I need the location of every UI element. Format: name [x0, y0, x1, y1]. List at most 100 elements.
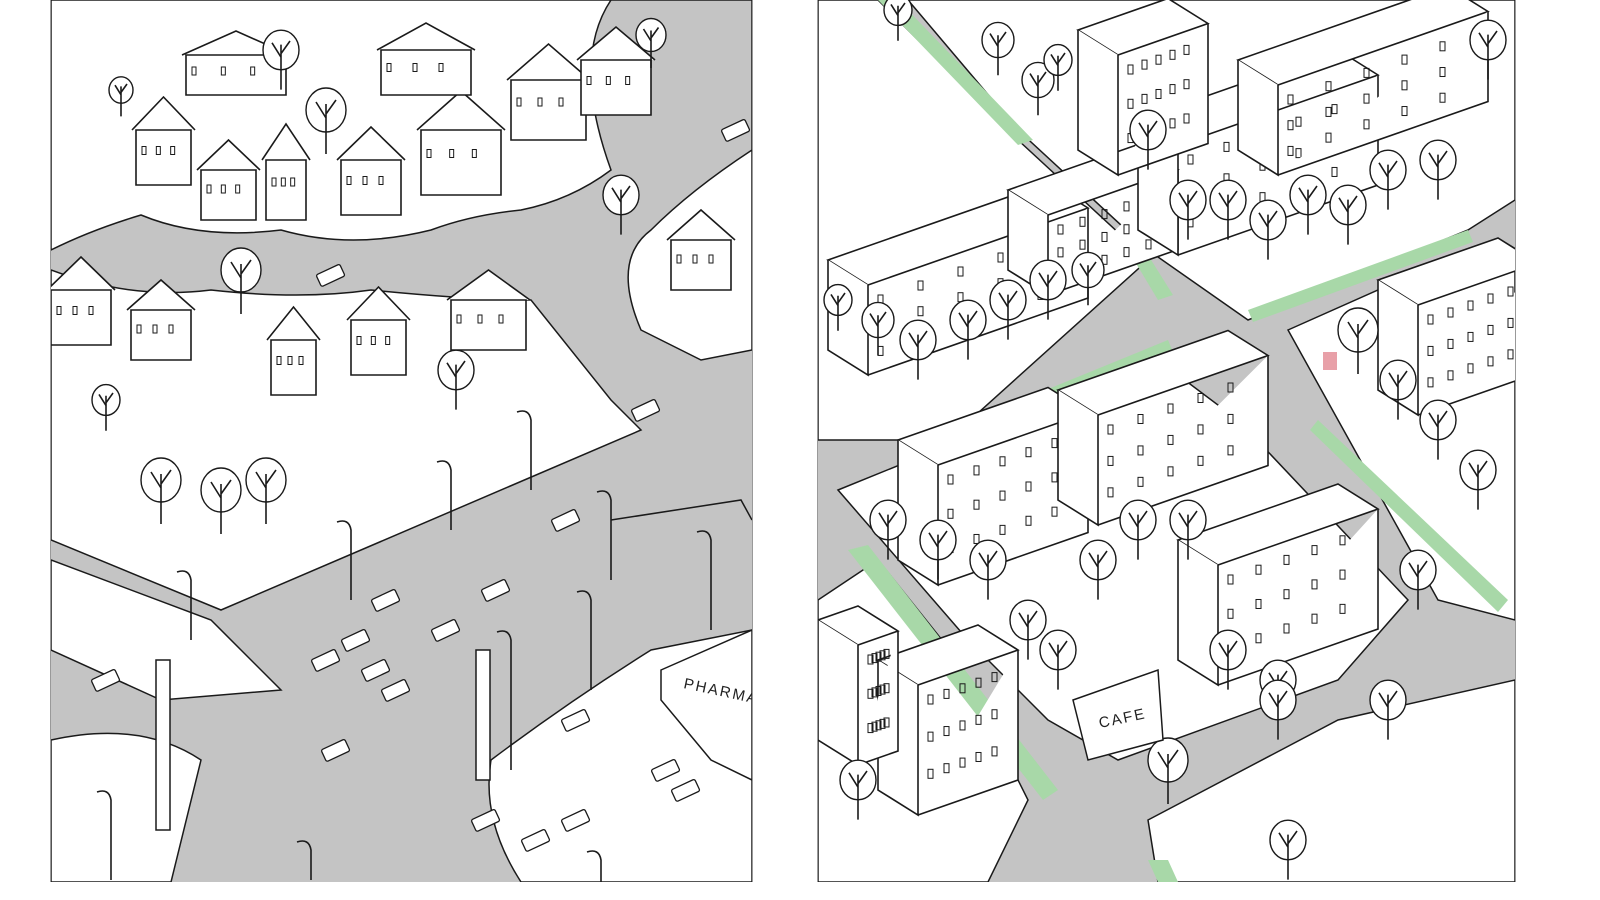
window: [1339, 535, 1346, 546]
window: [917, 306, 924, 317]
window: [1439, 41, 1446, 52]
window: [1227, 608, 1234, 619]
window: [280, 177, 286, 187]
window: [1197, 455, 1204, 466]
window: [1283, 554, 1290, 565]
window: [883, 648, 890, 659]
window: [1287, 145, 1294, 156]
window: [386, 63, 392, 72]
house-outline: [336, 125, 406, 216]
tree: [949, 299, 987, 360]
tree: [981, 21, 1015, 76]
tree-trunk: [989, 31, 1007, 76]
house-outline: [126, 278, 196, 361]
car: [481, 579, 511, 602]
house-outline: [51, 255, 116, 346]
tree-trunk: [1088, 550, 1108, 600]
window: [250, 66, 256, 76]
window: [943, 688, 950, 699]
window: [1363, 119, 1370, 130]
tree-trunk: [869, 311, 887, 356]
window: [1401, 80, 1408, 91]
window: [1295, 148, 1302, 159]
window: [1101, 231, 1108, 242]
tree: [1071, 251, 1105, 306]
tree-trunk: [1178, 190, 1198, 240]
window: [927, 731, 934, 742]
window: [271, 177, 277, 187]
window: [973, 499, 980, 510]
window: [1255, 633, 1262, 644]
tree-trunk: [271, 40, 291, 90]
tree: [1379, 359, 1417, 420]
suburban-drawing: PHARMACY: [51, 0, 752, 882]
car: [471, 809, 501, 832]
tree-trunk: [1338, 195, 1358, 245]
window: [1447, 307, 1454, 318]
window: [1123, 201, 1130, 212]
tree-trunk: [1079, 261, 1097, 306]
window: [56, 306, 62, 315]
window: [586, 76, 592, 85]
street-light: [586, 850, 602, 882]
tree-trunk: [1468, 460, 1488, 510]
tree-trunk: [1428, 150, 1448, 200]
street-light: [696, 530, 712, 630]
cars: [91, 119, 751, 852]
tree-trunk: [830, 292, 846, 331]
tree-trunk: [1178, 510, 1198, 560]
trees: [91, 17, 667, 534]
window: [625, 76, 631, 85]
window: [471, 149, 477, 158]
window: [426, 149, 432, 158]
window: [1227, 413, 1234, 424]
tree: [1419, 399, 1457, 460]
car: [631, 399, 661, 422]
house-outline: [261, 122, 311, 221]
window: [1363, 67, 1370, 78]
roof: [1376, 237, 1515, 306]
window: [1427, 314, 1434, 325]
window: [1507, 286, 1514, 297]
tree: [200, 467, 242, 534]
car: [311, 649, 341, 672]
tree-trunk: [1038, 270, 1058, 320]
window: [1311, 545, 1318, 556]
window: [362, 176, 368, 185]
window: [1169, 49, 1176, 60]
window: [378, 176, 384, 185]
window: [991, 672, 998, 683]
tree: [1269, 819, 1307, 880]
car: [381, 679, 411, 702]
tree-trunk: [1018, 610, 1038, 660]
window: [1325, 132, 1332, 143]
window: [871, 653, 878, 664]
window: [370, 336, 376, 345]
window: [947, 508, 954, 519]
rowhouse: [1076, 0, 1210, 177]
window: [1363, 93, 1370, 104]
tree-trunk: [315, 99, 337, 154]
tree-trunk: [230, 259, 252, 314]
window: [152, 324, 158, 334]
window: [438, 63, 444, 72]
tree-trunk: [642, 27, 660, 68]
tree-trunk: [114, 83, 128, 117]
window: [1145, 239, 1152, 250]
window: [1467, 300, 1474, 311]
window: [975, 751, 982, 762]
tree-trunk: [1298, 185, 1318, 235]
window: [537, 97, 543, 107]
window: [1101, 254, 1108, 265]
tree-trunk: [1138, 120, 1158, 170]
tree-trunk: [1218, 190, 1238, 240]
tree: [1209, 179, 1247, 240]
window: [1141, 59, 1148, 70]
window: [999, 490, 1006, 501]
tree-trunk: [1388, 370, 1408, 420]
window: [1025, 481, 1032, 492]
window: [1283, 623, 1290, 634]
window: [558, 97, 564, 107]
tree: [108, 76, 134, 117]
window: [298, 356, 304, 365]
